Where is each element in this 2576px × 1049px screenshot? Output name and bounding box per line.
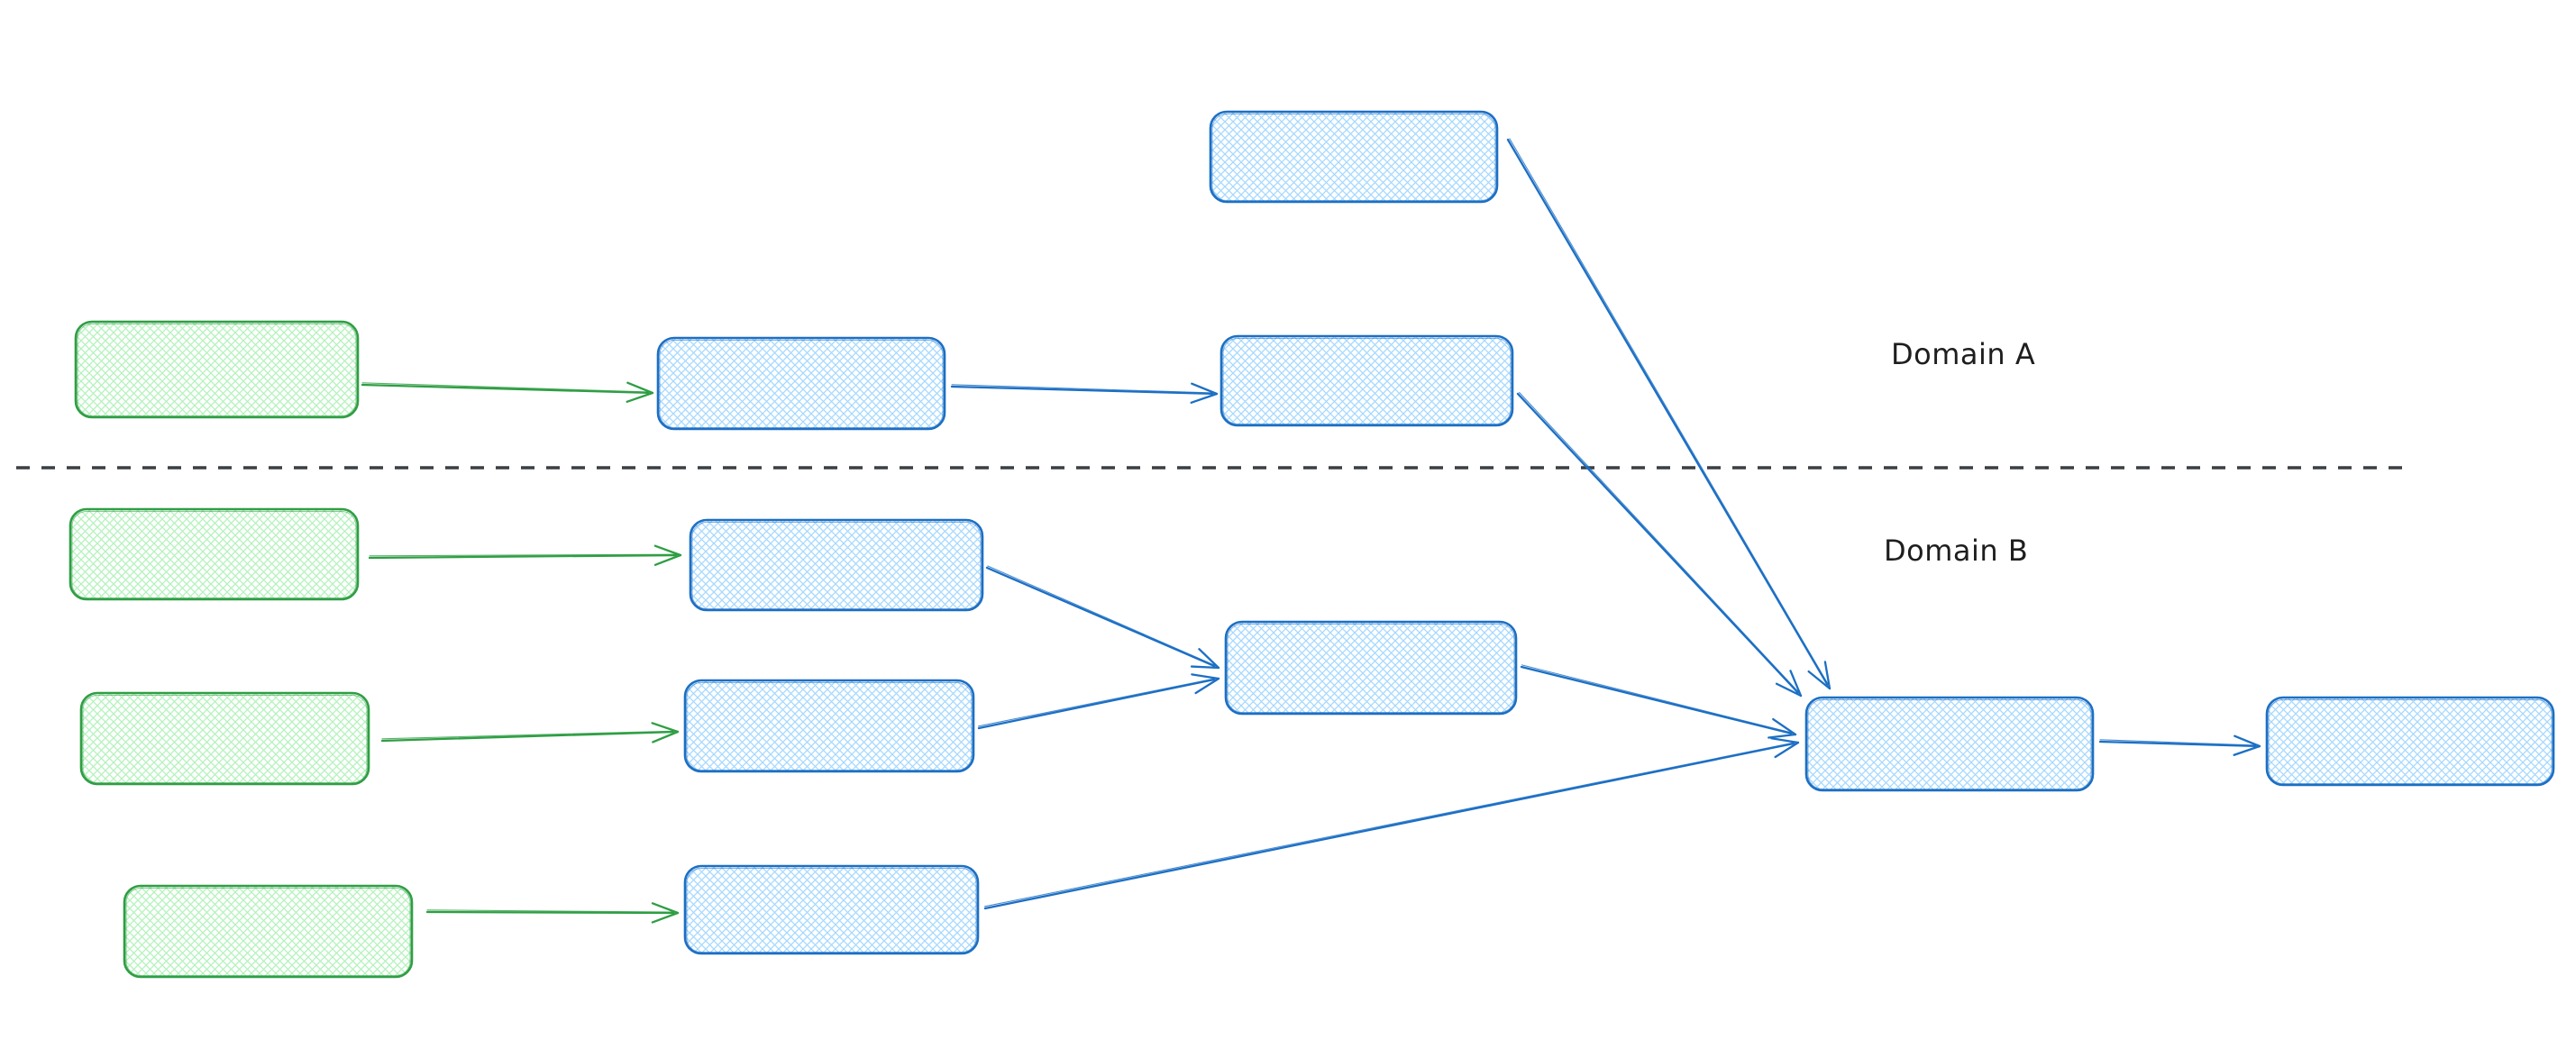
box-domain-b-source1-green bbox=[69, 507, 360, 601]
arrow-a-step2-to-converge bbox=[1516, 391, 1803, 698]
arrow-b-source1-to-step1 bbox=[368, 544, 682, 566]
arrow-b-source3-to-step3 bbox=[425, 902, 680, 924]
box-top-blue bbox=[1209, 110, 1499, 204]
box-domain-b-source3-green bbox=[123, 884, 414, 979]
box-domain-b-source2-green bbox=[79, 691, 370, 786]
arrow-b-step2-to-merge bbox=[977, 673, 1220, 730]
domain-a-label: Domain A bbox=[1891, 337, 2035, 371]
arrow-b-step3-to-converge bbox=[983, 737, 1800, 910]
arrow-b-step1-to-merge bbox=[985, 565, 1220, 670]
box-converge-blue bbox=[1804, 696, 2095, 792]
arrow-b-source2-to-step2 bbox=[380, 722, 680, 743]
box-domain-a-step2-blue bbox=[1219, 334, 1514, 427]
arrow-a-source-to-step1 bbox=[361, 381, 654, 403]
arrow-top-to-converge bbox=[1506, 138, 1832, 690]
domain-b-label: Domain B bbox=[1884, 534, 2028, 568]
arrow-merge-to-converge bbox=[1520, 664, 1797, 739]
box-domain-a-source-green bbox=[74, 320, 360, 419]
box-domain-b-step1-blue bbox=[689, 518, 984, 612]
box-domain-b-step2-blue bbox=[683, 679, 975, 773]
box-domain-b-merge-blue bbox=[1224, 620, 1518, 716]
box-domain-a-step1-blue bbox=[656, 336, 946, 431]
arrow-converge-to-output bbox=[2098, 734, 2261, 756]
arrow-a-step1-to-step2 bbox=[950, 382, 1219, 404]
box-output-blue bbox=[2265, 696, 2555, 787]
box-domain-b-step3-blue bbox=[683, 864, 980, 955]
